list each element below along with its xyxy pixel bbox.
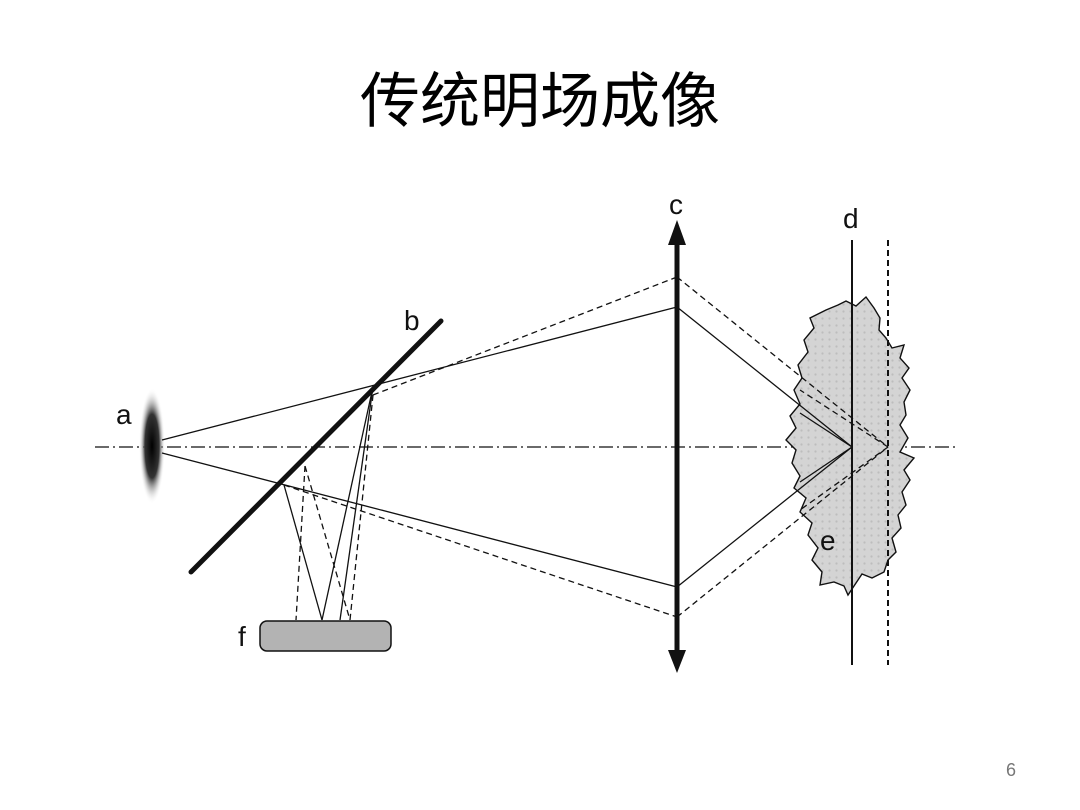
lens-arrow-down-icon <box>668 650 686 673</box>
label-c: c <box>669 189 683 220</box>
detector-f <box>259 620 392 652</box>
page-number: 6 <box>1005 760 1016 780</box>
beam-splitter-b <box>188 318 444 575</box>
dashed-rays <box>283 276 889 621</box>
electron-source <box>139 388 165 504</box>
label-f: f <box>238 621 246 652</box>
label-d: d <box>843 203 859 234</box>
label-e: e <box>820 525 836 556</box>
lens-arrow-up-icon <box>668 220 686 245</box>
label-b: b <box>404 305 420 336</box>
label-a: a <box>116 399 132 430</box>
solid-rays <box>161 306 853 621</box>
slide-title: 传统明场成像 <box>360 67 720 137</box>
